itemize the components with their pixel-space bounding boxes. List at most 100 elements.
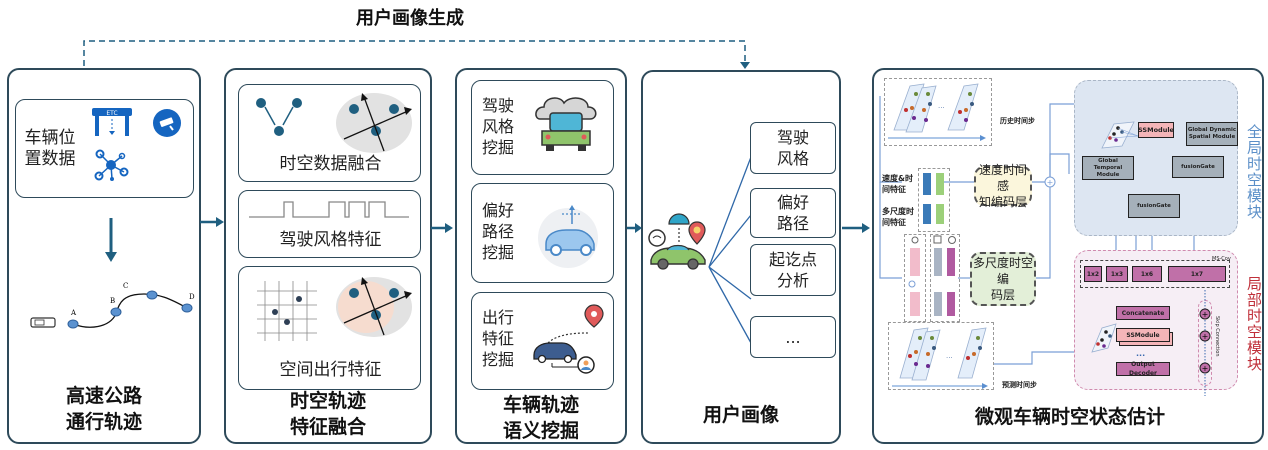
svg-text:+: + (1202, 364, 1209, 373)
history-timestep-label: 历史时间步 (1000, 117, 1035, 125)
speed-time-feature-label: 速度&时间特征 (882, 174, 913, 194)
driving-style-feature-label: 驾驶风格特征 (279, 230, 382, 250)
history-graph-planes: ··· (888, 83, 986, 141)
cloud-car-icon (535, 97, 597, 151)
panel-4-title: 用户画像 (702, 404, 779, 426)
local-ssmodule: SSModule (1116, 328, 1170, 342)
output-decoder-module: Output Decoder (1116, 361, 1170, 377)
axes-circle-peach-icon (336, 277, 412, 337)
profile-tag-od-analysis: 起讫点分析 (750, 244, 836, 296)
history-timesteps-box (884, 78, 992, 146)
network-node-icon (94, 149, 129, 181)
speed-time-encoder-layer: 速度时间感知编码层 (974, 163, 1032, 209)
global-fusion-gate-2: fusionGate (1128, 194, 1180, 218)
concatenate-module: Concatenate (1116, 306, 1170, 320)
prediction-timesteps-box (888, 322, 994, 390)
kernel-1x7: 1x7 (1168, 266, 1226, 282)
svg-text:+: + (1047, 178, 1054, 187)
kernel-1x2: 1x2 (1084, 266, 1102, 282)
driving-style-feature-box: 驾驶风格特征 (238, 190, 421, 258)
prediction-graph-planes: ··· (892, 327, 988, 389)
spatiotemporal-fusion-label: 时空数据融合 (279, 154, 382, 174)
spatial-travel-feature-box: 空间出行特征 (238, 266, 421, 390)
node-arrows-icon (256, 98, 302, 136)
svg-text:···: ··· (946, 354, 953, 362)
preferred-route-mining-box: 偏好 路径 挖掘 (471, 183, 614, 283)
skip-connection-label: Skip Connection (1214, 316, 1220, 357)
model-connector-lines: + (879, 96, 1204, 369)
global-ssmodule: SSModule (1138, 122, 1174, 138)
profile-tag-more: ... (750, 316, 836, 358)
profile-tag-preferred-route: 偏好路径 (750, 188, 836, 238)
grid-points-icon (257, 281, 317, 341)
svg-text:D: D (189, 293, 195, 301)
svg-text:C: C (123, 282, 128, 290)
svg-text:B: B (110, 297, 115, 305)
vehicle-position-label: 车辆位 置数据 (24, 128, 76, 169)
kernel-1x6: 1x6 (1132, 266, 1162, 282)
ms-cov-box (1080, 260, 1230, 288)
multiscale-encoder-layer: 多尺度时空编码层 (970, 252, 1036, 306)
flow-arrow-3 (627, 223, 642, 233)
driving-style-mining-label: 驾驶 风格 挖掘 (481, 96, 514, 157)
trajectory-point-c (146, 290, 158, 300)
speed-feature-tensors (923, 173, 944, 224)
pulse-wave-icon (249, 201, 409, 218)
car-icon (30, 317, 56, 328)
flow-arrow-4 (842, 223, 870, 233)
down-arrow (105, 218, 117, 262)
svg-text:+: + (1202, 332, 1209, 341)
multiscale-time-feature-label: 多尺度时间特征 (882, 207, 914, 227)
local-ellipsis: ... (1136, 349, 1146, 358)
preferred-route-mining-label: 偏好 路径 挖掘 (481, 201, 514, 262)
speed-feature-tensor-box (918, 168, 950, 232)
spatiotemporal-fusion-box: 时空数据融合 (238, 84, 421, 182)
local-block-label: 局部时空模块 (1245, 276, 1263, 372)
panel-semantic-mining: 驾驶 风格 挖掘 偏好 路径 挖掘 (455, 68, 627, 444)
global-fusion-gate-1: fusionGate (1172, 156, 1224, 178)
trajectory-point-b (110, 307, 122, 317)
svg-text:···: ··· (938, 104, 945, 112)
panel-2-title: 时空轨迹 特征融合 (289, 390, 366, 438)
ms-cov-label: MS-Cov (1212, 256, 1231, 262)
camera-icon (153, 109, 181, 137)
location-feature-tensor-box (904, 234, 926, 322)
trajectory-point-d (181, 303, 193, 313)
driving-style-mining-box: 驾驶 风格 挖掘 (471, 80, 614, 175)
local-graph-plane (1091, 323, 1117, 353)
panel-micro-state-estimation: + ··· 历史时间步 速度&时间特征 多尺度时间特征 (872, 68, 1264, 444)
kernel-1x3: 1x3 (1106, 266, 1128, 282)
travel-feature-mining-box: 出行 特征 挖掘 (471, 292, 614, 390)
travel-feature-mining-label: 出行 特征 挖掘 (481, 308, 514, 369)
global-block-label: 全局时空模块 (1245, 124, 1263, 220)
connected-car-icon (648, 213, 706, 270)
profile-fanout-lines (708, 156, 752, 344)
svg-text:ETC: ETC (106, 110, 117, 117)
profile-tag-driving-style: 驾驶风格 (750, 122, 836, 174)
feedback-label: 用户画像生成 (356, 8, 464, 29)
panel-trajectory-feature-fusion: 时空数据融合 驾驶风格特征 空间出行特征 (224, 68, 432, 444)
flow-arrow-2 (431, 223, 453, 233)
panel-3-title: 车辆轨迹 语义挖掘 (502, 394, 579, 442)
etc-gantry-icon: ETC (92, 108, 132, 136)
panel-user-profile: 驾驶风格 偏好路径 起讫点分析 ... 用户画像 (641, 70, 841, 444)
svg-text:A: A (70, 309, 77, 317)
time-feature-tensor-box (930, 234, 960, 322)
axes-circle-icon (336, 93, 412, 153)
svg-text:+: + (1202, 310, 1209, 319)
trajectory-point-a (67, 319, 79, 329)
spatial-travel-feature-label: 空间出行特征 (279, 360, 382, 380)
trajectory-curve: A B C D (30, 282, 195, 329)
prediction-timestep-label: 预测时间步 (1002, 381, 1037, 389)
car-location-icon (533, 304, 604, 374)
feedback-dashed-connector (83, 40, 750, 69)
time-feature-tensors (933, 235, 956, 316)
panel-highway-trajectory: 车辆位 置数据 ETC (7, 68, 201, 444)
panel-5-title: 微观车辆时空状态估计 (974, 406, 1165, 428)
skip-connection-adders: + + + (1199, 290, 1211, 396)
global-graph-plane (1101, 121, 1139, 149)
location-feature-tensors (910, 236, 920, 316)
panel-1-title: 高速公路 通行轨迹 (65, 385, 142, 433)
